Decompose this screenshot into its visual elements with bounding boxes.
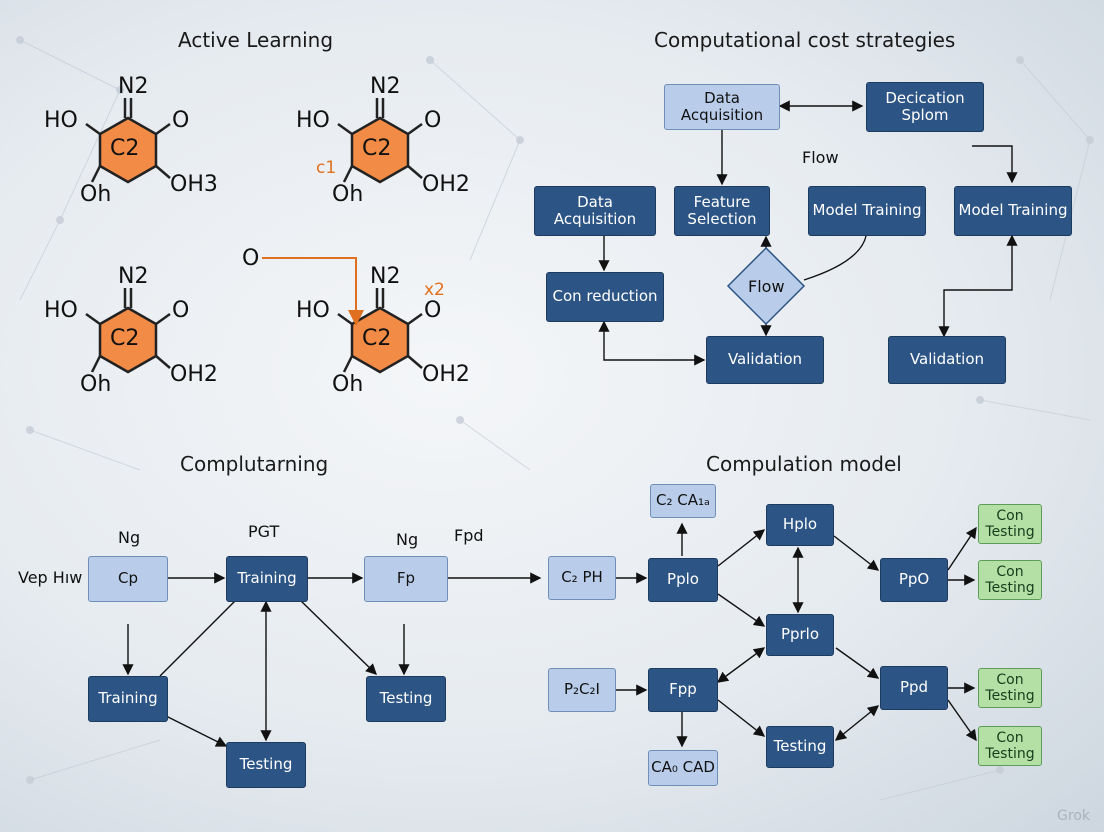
node-validation-right: Validation [888, 336, 1006, 384]
node-data-acquisition: Data Acquisition [534, 186, 656, 236]
molecule-1 [85, 98, 171, 184]
molecule-orange-arrow [262, 257, 364, 326]
label-vep: Vep Hıw [18, 568, 83, 587]
node-p2c2: P₂C₂I [548, 668, 616, 712]
node-fpp: Fpp [648, 668, 718, 712]
mol1-bottom-right: OH3 [170, 172, 218, 197]
node-testing-bottom: Testing [226, 742, 306, 788]
molecule-2 [337, 98, 423, 184]
title-comp-learning: Complutarning [180, 452, 329, 476]
flow-label: Flow [802, 148, 839, 167]
node-data-acquisition-top: Data Acquisition [664, 84, 780, 130]
node-ppd: Ppd [880, 666, 948, 710]
mol3-left: HO [44, 298, 78, 323]
title-cost-strategies: Computational cost strategies [654, 28, 956, 52]
node-cp: Cp [88, 556, 168, 602]
node-c2-ph: C₂ PH [548, 556, 616, 600]
mol4-side: x2 [424, 280, 445, 300]
node-testing-right: Testing [366, 676, 446, 722]
mol2-right: O [424, 108, 442, 133]
mol2-bottom-right: OH2 [422, 172, 470, 197]
mol1-bottom-left: Oh [80, 182, 112, 207]
node-con-testing-4: Con Testing [978, 726, 1042, 766]
node-con-testing-3: Con Testing [978, 668, 1042, 708]
node-ca0-cad: CA₀ CAD [648, 750, 718, 786]
mol4-ring: C2 [362, 326, 392, 351]
mol4-right: O [424, 298, 442, 323]
node-con-testing-1: Con Testing [978, 504, 1042, 544]
mol4-left: HO [296, 298, 330, 323]
node-hplo: Hplo [766, 504, 834, 546]
mol4-top: N2 [370, 264, 401, 289]
node-con-testing-2: Con Testing [978, 560, 1042, 600]
mol2-ring: C2 [362, 136, 392, 161]
node-testing-model: Testing [766, 726, 834, 768]
mol-o-label: O [242, 246, 260, 271]
mol1-right: O [172, 108, 190, 133]
mol1-ring: C2 [110, 136, 140, 161]
mol3-bottom-right: OH2 [170, 362, 218, 387]
label-pgt: PGT [248, 522, 280, 541]
mol1-left: HO [44, 108, 78, 133]
label-ng-2: Ng [396, 530, 419, 549]
label-fpd: Fpd [454, 526, 484, 545]
title-comp-model: Compulation model [706, 452, 902, 476]
mol2-bottom-left: Oh [332, 182, 364, 207]
flow-diamond-shape [726, 246, 806, 326]
node-pplo: Pplo [648, 558, 718, 602]
mol3-ring: C2 [110, 326, 140, 351]
node-pprlo: Pprlo [766, 614, 834, 656]
node-model-training-right: Model Training [954, 186, 1072, 236]
grok-watermark: Grok [1057, 808, 1090, 824]
label-ng-1: Ng [118, 528, 141, 547]
node-fp: Fp [364, 556, 448, 602]
mol4-bottom-right: OH2 [422, 362, 470, 387]
node-model-training-mid: Model Training [808, 186, 926, 236]
node-con-reduction: Con reduction [546, 272, 664, 322]
node-validation-mid: Validation [706, 336, 824, 384]
node-ppo: PpO [880, 558, 948, 602]
mol4-bottom-left: Oh [332, 372, 364, 397]
node-feature-selection: Feature Selection [674, 186, 770, 236]
mol3-right: O [172, 298, 190, 323]
title-active-learning: Active Learning [178, 28, 334, 52]
mol3-bottom-left: Oh [80, 372, 112, 397]
mol3-top: N2 [118, 264, 149, 289]
node-training-bottom: Training [88, 676, 168, 722]
mol2-left: HO [296, 108, 330, 133]
node-training-top: Training [226, 556, 308, 602]
node-c2-ca: C₂ CA₁ₐ [650, 484, 716, 518]
mol2-top: N2 [370, 74, 401, 99]
node-decication-splom: Decication Splom [866, 82, 984, 132]
flow-diamond-label: Flow [748, 277, 785, 296]
mol2-side: c1 [316, 158, 337, 178]
molecule-3 [85, 288, 171, 374]
mol1-top: N2 [118, 74, 149, 99]
